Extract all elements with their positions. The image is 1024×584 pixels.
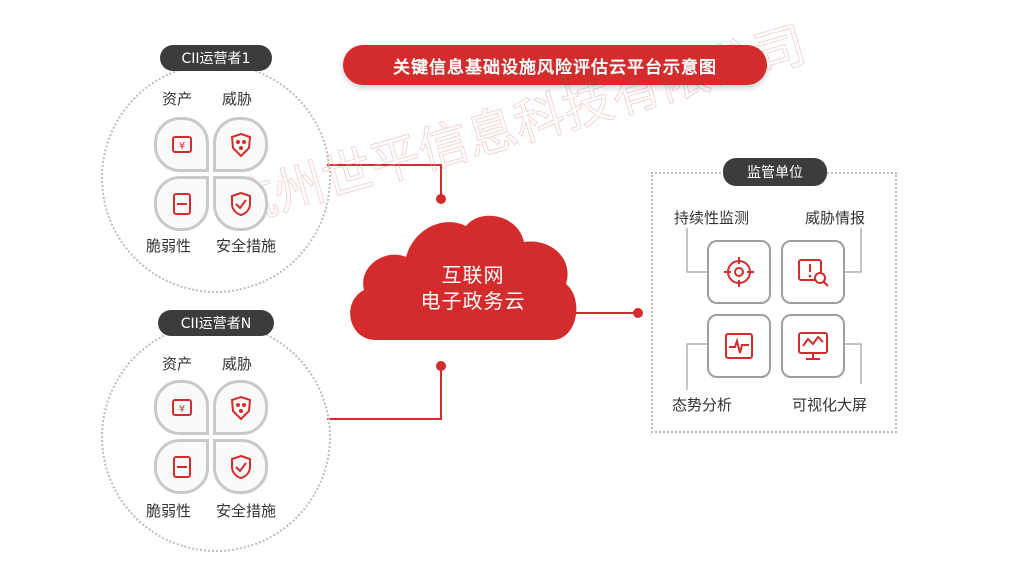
operator-n-asset-label: 资产 — [162, 355, 193, 373]
chart-screen-icon — [798, 332, 828, 360]
intel-search-icon — [798, 259, 829, 287]
operator-n-tiles: ¥ — [154, 380, 268, 494]
supervisor-intel-tile — [781, 240, 845, 304]
connector-operator-n — [327, 366, 442, 420]
threat-icon — [230, 132, 251, 157]
supervisor-label: 监管单位 — [723, 158, 827, 186]
connector-dot-right — [633, 308, 643, 318]
operator-1-vulnerability-tile — [154, 176, 209, 231]
operator-n-vulnerability-label: 脆弱性 — [146, 502, 192, 520]
operator-1-asset-label: 资产 — [162, 90, 193, 108]
operator-1-safeguard-tile — [213, 176, 268, 231]
connector-dot-top — [436, 194, 446, 204]
vulnerability-icon — [172, 455, 191, 478]
operator-n-asset-tile: ¥ — [154, 380, 209, 435]
operator-n-threat-label: 威胁 — [222, 355, 253, 373]
operator-1-asset-tile: ¥ — [154, 117, 209, 172]
operator-1-threat-tile — [213, 117, 268, 172]
supervisor-intel-label: 威胁情报 — [805, 209, 866, 227]
diagram-title: 关键信息基础设施风险评估云平台示意图 — [343, 45, 767, 85]
threat-icon — [230, 395, 251, 420]
operator-n-safeguard-tile — [213, 439, 268, 494]
supervisor-monitoring-tile — [707, 240, 771, 304]
supervisor-screen-label: 可视化大屏 — [792, 396, 868, 414]
supervisor-leader-lines — [686, 228, 862, 390]
operator-n-vulnerability-tile — [154, 439, 209, 494]
operator-n-label: CII运营者N — [158, 310, 274, 336]
svg-text:¥: ¥ — [178, 141, 184, 152]
svg-text:¥: ¥ — [178, 404, 184, 415]
cloud-shape — [350, 215, 577, 340]
cloud-label: 互联网 电子政务云 — [385, 262, 561, 314]
cloud-label-line-2: 电子政务云 — [420, 289, 526, 313]
target-icon — [724, 257, 754, 287]
supervisor-screen-tile — [781, 314, 845, 378]
cloud-label-line-1: 互联网 — [441, 263, 505, 287]
pulse-icon — [725, 333, 753, 359]
shield-check-icon — [230, 454, 251, 479]
supervisor-analysis-tile — [707, 314, 771, 378]
asset-icon: ¥ — [171, 398, 192, 416]
connector-dot-bottom — [436, 361, 446, 371]
operator-1-safeguard-label: 安全措施 — [216, 237, 277, 255]
asset-icon: ¥ — [171, 135, 192, 153]
supervisor-analysis-label: 态势分析 — [672, 396, 733, 414]
operator-1-label: CII运营者1 — [160, 45, 272, 71]
operator-1-threat-label: 威胁 — [222, 90, 253, 108]
supervisor-monitoring-label: 持续性监测 — [674, 209, 750, 227]
operator-n-safeguard-label: 安全措施 — [216, 502, 277, 520]
shield-check-icon — [230, 191, 251, 216]
vulnerability-icon — [172, 192, 191, 215]
operator-1-tiles: ¥ — [154, 117, 268, 231]
operator-1-vulnerability-label: 脆弱性 — [146, 237, 192, 255]
operator-n-threat-tile — [213, 380, 268, 435]
connector-operator-1 — [327, 164, 442, 199]
